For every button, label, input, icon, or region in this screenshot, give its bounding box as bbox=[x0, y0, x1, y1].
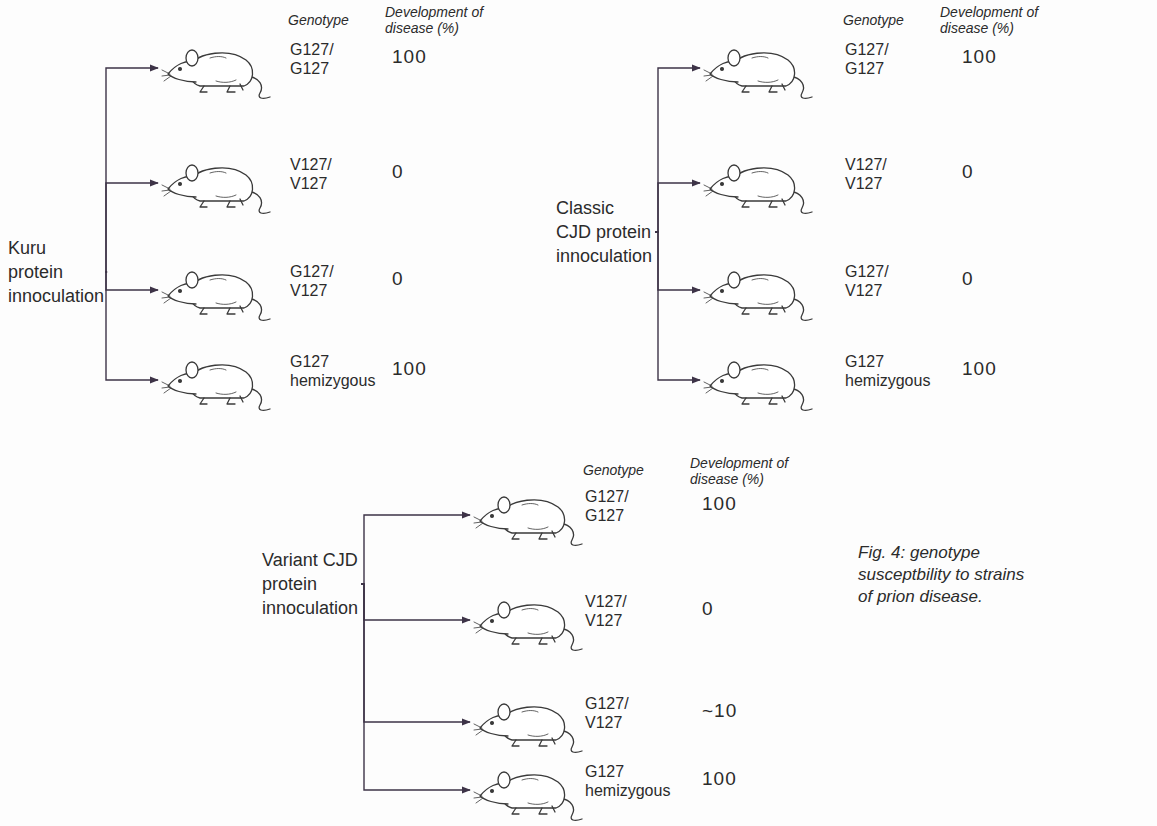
inoculation-text: Variant CJD protein innoculation bbox=[262, 548, 358, 620]
genotype-text: G127/ G127 bbox=[585, 487, 629, 525]
mouse-illustration bbox=[702, 258, 814, 322]
figure-caption: Fig. 4: genotype susceptbility to strain… bbox=[858, 542, 1028, 608]
inoculation-label: Classic CJD protein innoculation bbox=[556, 196, 652, 268]
disease-percent: 100 bbox=[702, 493, 737, 515]
column-header: Genotype bbox=[288, 12, 378, 28]
genotype-text: G127/ V127 bbox=[585, 694, 629, 732]
mouse-node: G127 hemizygous 100 bbox=[160, 348, 500, 412]
mouse-node: G127/ G127 100 bbox=[472, 483, 812, 547]
disease-percent: 0 bbox=[392, 161, 404, 183]
mouse-node: G127 hemizygous 100 bbox=[702, 348, 1042, 412]
mouse-illustration bbox=[702, 348, 814, 412]
disease-percent: 100 bbox=[702, 768, 737, 790]
genotype-text: G127/ V127 bbox=[845, 262, 889, 300]
mouse-node: V127/ V127 0 bbox=[160, 151, 500, 215]
mouse-illustration bbox=[160, 258, 272, 322]
genotype-text: G127/ V127 bbox=[290, 262, 334, 300]
branch-arrow bbox=[361, 584, 470, 790]
branch-arrow bbox=[361, 584, 470, 620]
inoculation-text: Kuru protein innoculation bbox=[8, 236, 104, 308]
branch-arrow bbox=[106, 272, 158, 290]
genotype-text: V127/ V127 bbox=[290, 155, 332, 193]
mouse-illustration bbox=[160, 36, 272, 100]
branch-arrow bbox=[106, 272, 158, 380]
genotype-text: G127 hemizygous bbox=[290, 352, 375, 390]
mouse-illustration bbox=[472, 758, 584, 822]
mouse-illustration bbox=[472, 483, 584, 547]
mouse-node: G127/ V127 0 bbox=[702, 258, 1042, 322]
column-header: Genotype bbox=[843, 12, 933, 28]
mouse-node: G127 hemizygous 100 bbox=[472, 758, 812, 822]
genotype-text: G127/ G127 bbox=[290, 40, 334, 78]
disease-percent: 100 bbox=[962, 46, 997, 68]
inoculation-label: Variant CJD protein innoculation bbox=[262, 548, 358, 620]
branch-arrow bbox=[361, 584, 470, 722]
branch-arrow bbox=[655, 183, 700, 232]
branch-arrow bbox=[655, 68, 700, 232]
branch-arrow bbox=[106, 68, 158, 272]
inoculation-label: Kuru protein innoculation bbox=[8, 236, 104, 308]
mouse-node: G127/ G127 100 bbox=[702, 36, 1042, 100]
mouse-node: V127/ V127 0 bbox=[702, 151, 1042, 215]
mouse-illustration bbox=[702, 151, 814, 215]
column-header: Development of disease (%) bbox=[940, 4, 1055, 36]
inoculation-text: Classic CJD protein innoculation bbox=[556, 196, 652, 268]
disease-percent: ~10 bbox=[702, 700, 737, 722]
disease-percent: 100 bbox=[392, 358, 427, 380]
column-header: Development of disease (%) bbox=[690, 455, 805, 487]
mouse-node: G127/ V127 0 bbox=[160, 258, 500, 322]
disease-percent: 0 bbox=[392, 268, 404, 290]
mouse-node: G127/ G127 100 bbox=[160, 36, 500, 100]
genotype-text: V127/ V127 bbox=[845, 155, 887, 193]
genotype-text: V127/ V127 bbox=[585, 592, 627, 630]
disease-percent: 0 bbox=[962, 268, 974, 290]
disease-percent: 100 bbox=[392, 46, 427, 68]
mouse-illustration bbox=[160, 151, 272, 215]
column-header: Genotype bbox=[583, 462, 673, 478]
genotype-text: G127/ G127 bbox=[845, 40, 889, 78]
disease-percent: 0 bbox=[702, 598, 714, 620]
mouse-node: V127/ V127 0 bbox=[472, 588, 812, 652]
column-header: Development of disease (%) bbox=[385, 4, 500, 36]
mouse-node: G127/ V127 ~10 bbox=[472, 690, 812, 754]
branch-arrow bbox=[655, 232, 700, 290]
disease-percent: 100 bbox=[962, 358, 997, 380]
branch-arrow bbox=[655, 232, 700, 380]
mouse-illustration bbox=[472, 588, 584, 652]
branch-arrow bbox=[106, 183, 158, 272]
disease-percent: 0 bbox=[962, 161, 974, 183]
mouse-illustration bbox=[702, 36, 814, 100]
branch-arrow bbox=[361, 515, 470, 584]
mouse-illustration bbox=[472, 690, 584, 754]
mouse-illustration bbox=[160, 348, 272, 412]
genotype-text: G127 hemizygous bbox=[845, 352, 930, 390]
genotype-text: G127 hemizygous bbox=[585, 762, 670, 800]
